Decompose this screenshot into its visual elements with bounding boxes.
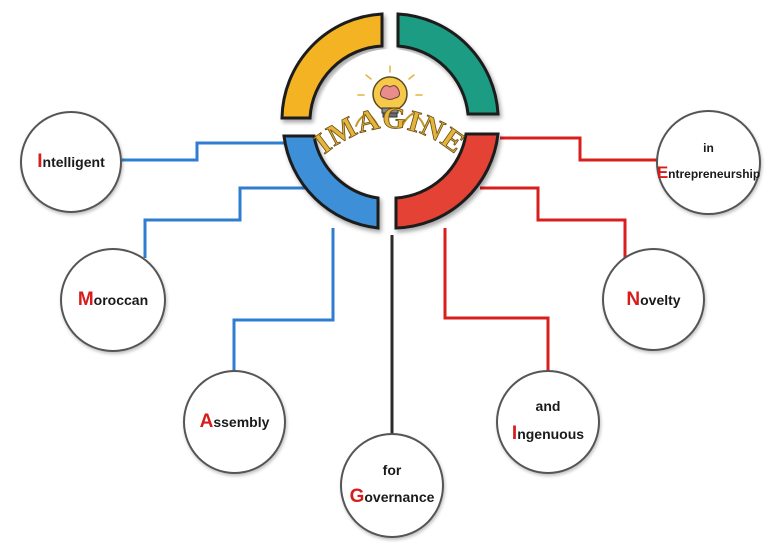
- node-label: ovelty: [640, 291, 681, 308]
- connector-entrepreneurship: [500, 136, 658, 162]
- hands-icon: [355, 112, 425, 127]
- node-ingenuous: and Ingenuous: [496, 370, 600, 474]
- node-label: ssembly: [213, 414, 270, 431]
- node-governance: for Governance: [340, 433, 444, 538]
- node-initial: N: [626, 288, 641, 310]
- connector-assembly: [232, 228, 335, 372]
- node-initial: I: [37, 151, 43, 173]
- logo-ring-green: [396, 12, 500, 116]
- node-initial: G: [349, 486, 365, 508]
- connector-intelligent: [122, 141, 290, 162]
- node-prefix: for: [382, 461, 402, 478]
- node-label: overnance: [364, 489, 435, 506]
- logo-ring-gold: [280, 12, 384, 120]
- node-assembly: Assembly: [183, 370, 286, 474]
- logo-ring-blue: [282, 134, 380, 230]
- lightbulb-icon: [357, 65, 423, 118]
- logo-ring-red: [394, 132, 500, 230]
- imagine-logo: IMAGINE: [280, 12, 500, 230]
- connector-ingenuous: [443, 228, 550, 372]
- node-intelligent: Intelligent: [20, 111, 122, 213]
- node-initial: I: [511, 422, 518, 444]
- node-moroccan: Moroccan: [60, 248, 166, 352]
- connector-novelty: [480, 186, 627, 258]
- node-label: ntrepreneurship: [668, 167, 761, 181]
- node-prefix: and: [535, 398, 561, 415]
- node-entrepreneurship: in Entrepreneurship: [656, 110, 761, 215]
- node-prefix: in: [703, 141, 714, 155]
- node-label: ntelligent: [42, 154, 105, 171]
- node-label: ngenuous: [517, 425, 585, 442]
- node-initial: E: [656, 163, 669, 182]
- node-initial: M: [77, 289, 94, 311]
- node-novelty: Novelty: [602, 248, 705, 351]
- node-initial: A: [199, 411, 214, 433]
- node-label: oroccan: [93, 292, 149, 309]
- connector-moroccan: [143, 186, 305, 258]
